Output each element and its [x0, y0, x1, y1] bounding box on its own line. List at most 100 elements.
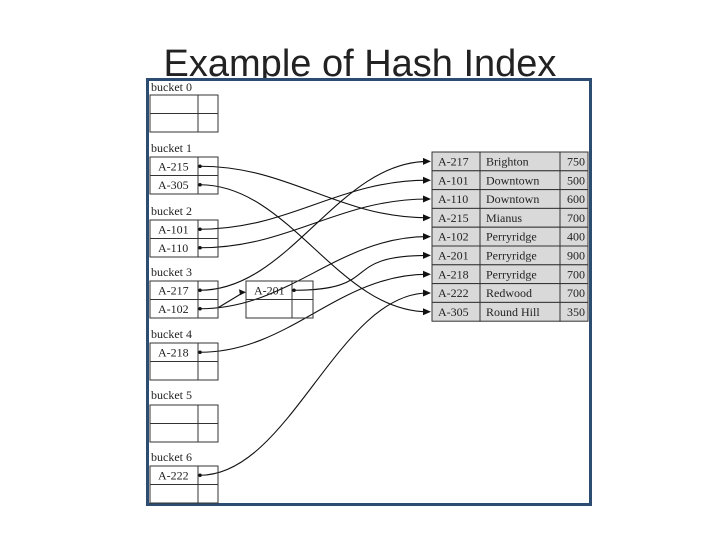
- account-record: A-201 Perryridge 900: [431, 245, 589, 266]
- branch-name: Redwood: [486, 286, 532, 300]
- account-record: A-217 Brighton 750: [431, 151, 589, 172]
- account-number: A-215: [438, 211, 469, 225]
- balance: 700: [567, 286, 585, 300]
- overflow-link: [217, 292, 243, 309]
- branch-name: Mianus: [486, 211, 522, 225]
- record-background: [432, 170, 588, 190]
- record-background: [432, 264, 588, 284]
- account-record: A-305 Round Hill 350: [431, 301, 589, 322]
- branch-name: Perryridge: [486, 249, 537, 263]
- bucket-label: bucket 0: [151, 80, 192, 94]
- bucket-label: bucket 3: [151, 265, 192, 279]
- account-number: A-218: [438, 267, 469, 281]
- arrowhead: [423, 251, 431, 259]
- branch-name: Perryridge: [486, 230, 537, 244]
- balance: 750: [567, 155, 585, 169]
- record-pointer: [199, 292, 429, 476]
- record-pointer: [199, 273, 429, 353]
- record-pointer: [293, 254, 429, 291]
- overflow-cell: [245, 299, 314, 319]
- search-key: A-305: [158, 178, 189, 192]
- pointer-dot: [198, 473, 202, 478]
- record-cell: [559, 301, 589, 322]
- search-key: A-102: [158, 302, 189, 316]
- record-background: [432, 189, 588, 209]
- arrowhead: [423, 195, 431, 203]
- record-pointer: [199, 165, 429, 219]
- search-key: A-201: [254, 284, 285, 298]
- account-number: A-201: [438, 249, 469, 263]
- bucket-0: bucket 0: [149, 80, 219, 133]
- search-key: A-110: [158, 241, 188, 255]
- record-pointer: [199, 179, 429, 230]
- arrowhead: [423, 289, 431, 297]
- account-record: A-110 Downtown 600: [431, 189, 589, 209]
- branch-name: Downtown: [486, 173, 539, 187]
- record-pointer: [199, 198, 429, 249]
- bucket-cell: [149, 175, 219, 195]
- bucket-4: bucket 4A-218: [149, 327, 219, 381]
- balance: 600: [567, 192, 585, 206]
- bucket-cell: [149, 423, 219, 443]
- search-key: A-215: [158, 160, 189, 174]
- pointer-dot: [198, 306, 202, 311]
- bucket-label: bucket 5: [151, 388, 192, 402]
- arrowhead: [423, 308, 431, 316]
- account-number: A-305: [438, 305, 469, 319]
- record-background: [432, 283, 588, 303]
- record-background: [432, 208, 588, 228]
- arrowhead: [423, 176, 431, 184]
- record-background: [432, 302, 588, 322]
- arrowhead: [423, 214, 431, 222]
- pointer-dot: [198, 288, 202, 293]
- arrowhead: [423, 270, 431, 278]
- account-number: A-110: [438, 192, 468, 206]
- record-pointer: [199, 184, 429, 313]
- bucket-label: bucket 4: [151, 327, 192, 341]
- account-number: A-222: [438, 286, 469, 300]
- account-record: A-222 Redwood 700: [431, 283, 589, 303]
- search-key: A-217: [158, 284, 189, 298]
- pointer-dot: [198, 245, 202, 250]
- branch-name: Perryridge: [486, 267, 537, 281]
- bucket-cell: [149, 404, 219, 424]
- balance: 500: [567, 173, 585, 187]
- arrowhead: [423, 157, 431, 165]
- bucket-cell: [149, 94, 219, 114]
- pointer-dot: [198, 164, 202, 169]
- balance: 700: [567, 267, 585, 281]
- pointer-dot: [198, 227, 202, 232]
- account-number: A-101: [438, 173, 469, 187]
- search-key: A-222: [158, 469, 189, 483]
- record-pointer: [199, 160, 429, 291]
- bucket-label: bucket 2: [151, 204, 192, 218]
- bucket-cell: [149, 484, 219, 504]
- record-background: [432, 227, 588, 246]
- balance: 700: [567, 211, 585, 225]
- bucket-6: bucket 6 A-222: [149, 450, 219, 504]
- account-number: A-217: [438, 155, 469, 169]
- balance: 350: [567, 305, 585, 319]
- bucket-cell: [149, 299, 219, 319]
- record-background: [432, 152, 588, 171]
- overflow-bucket: A-201: [245, 280, 314, 319]
- account-record: A-101 Downtown 500: [431, 170, 589, 191]
- branch-name: Downtown: [486, 192, 539, 206]
- balance: 900: [567, 249, 585, 263]
- balance: 400: [567, 230, 585, 244]
- arrowhead: [423, 233, 431, 241]
- bucket-cell: [149, 361, 219, 381]
- bucket-cell: [149, 113, 219, 133]
- search-key: A-101: [158, 223, 189, 237]
- pointer-dot: [292, 288, 296, 293]
- branch-name: Brighton: [486, 155, 529, 169]
- account-record: A-215 Mianus 700: [431, 207, 589, 228]
- bucket-label: bucket 6: [151, 450, 192, 464]
- branch-name: Round Hill: [486, 305, 540, 319]
- bucket-cell: [149, 238, 219, 258]
